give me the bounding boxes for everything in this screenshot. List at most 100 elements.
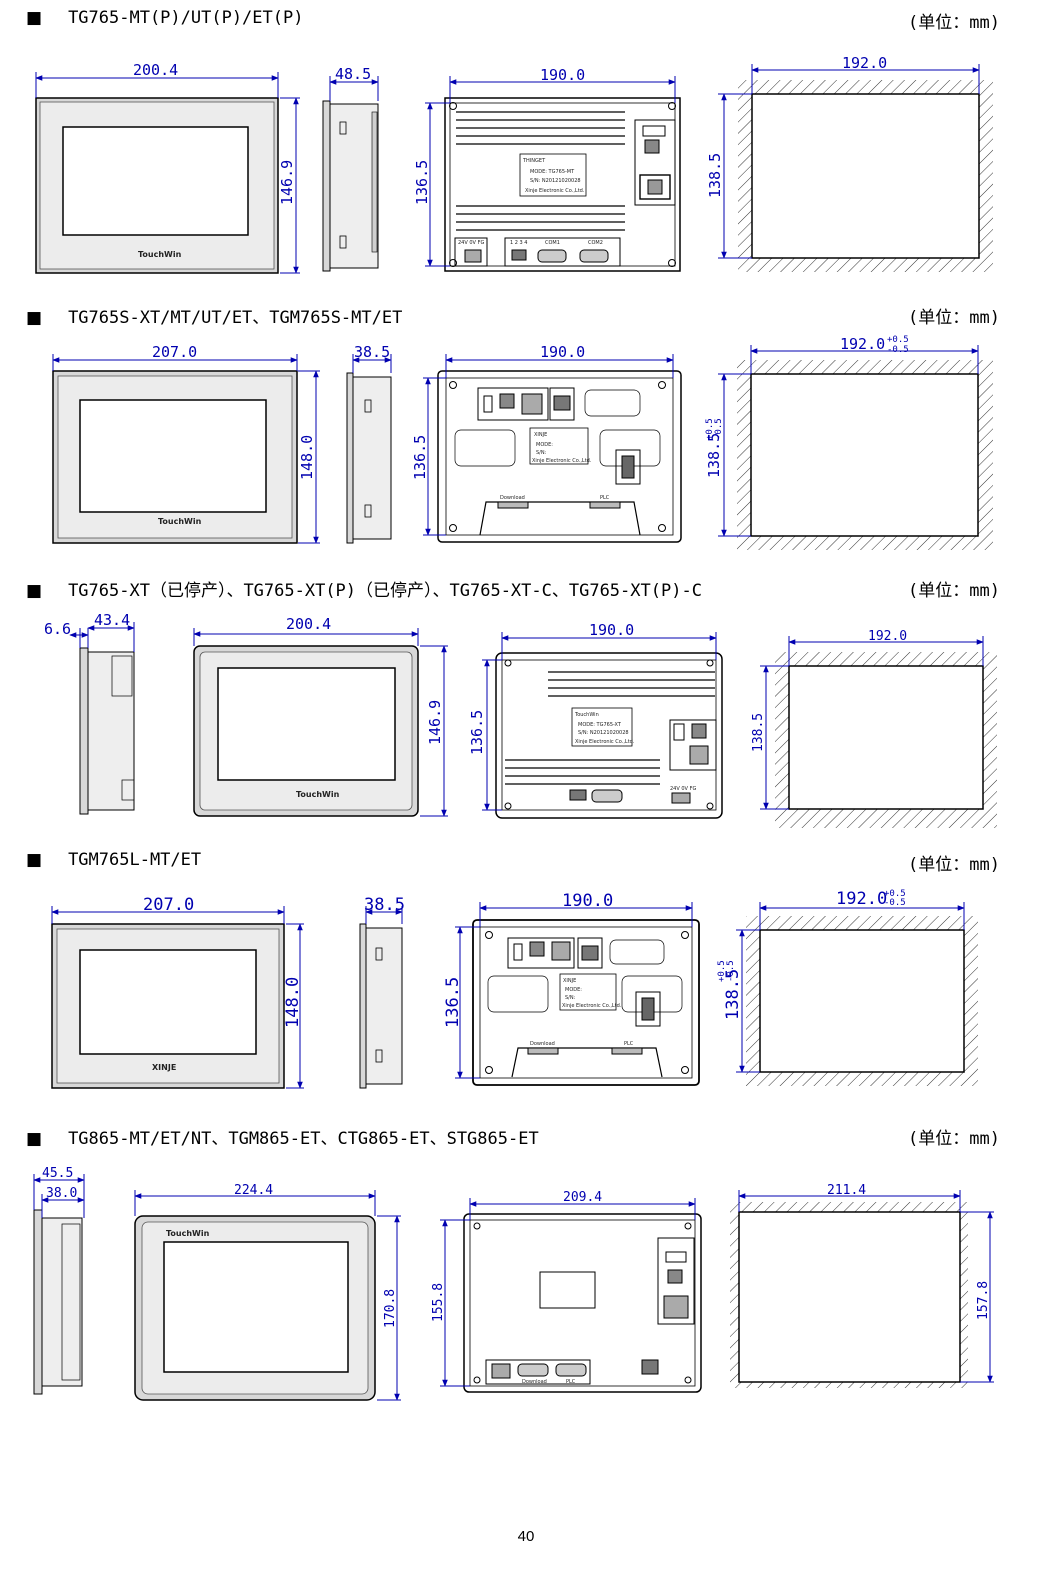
- svg-text:209.4: 209.4: [563, 1190, 602, 1205]
- svg-text:MODE:: MODE:: [536, 442, 553, 448]
- dim-front-height: 146.9: [278, 160, 296, 205]
- svg-text:XINJE: XINJE: [534, 432, 547, 438]
- front-view: TouchWin: [35, 97, 279, 274]
- svg-text:136.5: 136.5: [411, 435, 429, 480]
- svg-text:24V 0V FG: 24V 0V FG: [458, 240, 484, 246]
- svg-text:38.0: 38.0: [46, 1186, 77, 1201]
- svg-text:XINJE: XINJE: [152, 1063, 176, 1072]
- svg-text:43.4: 43.4: [94, 611, 130, 629]
- svg-text:148.0: 148.0: [283, 977, 303, 1028]
- svg-text:136.5: 136.5: [468, 710, 486, 755]
- svg-text:MODE: TG765-MT: MODE: TG765-MT: [530, 169, 575, 175]
- dim-back-width: 190.0: [540, 66, 585, 84]
- unit-label: (单位：mm): [908, 1129, 1000, 1149]
- svg-text:138.5: 138.5: [751, 713, 766, 752]
- svg-text:-0.5: -0.5: [714, 418, 724, 440]
- unit-label: (单位：mm): [908, 308, 1000, 328]
- svg-text:COM1: COM1: [545, 240, 560, 246]
- bullet-square-icon: ■: [26, 1129, 43, 1149]
- side-view: [322, 100, 379, 272]
- section-title: ■TG765-MT(P)/UT(P)/ET(P): [26, 8, 304, 28]
- unit-label: (单位：mm): [908, 13, 1000, 33]
- diagram-row-5: 45.5 38.0 TouchWin 224.4 170.8 Download …: [33, 1166, 994, 1401]
- svg-text:TouchWin: TouchWin: [166, 1229, 210, 1238]
- page-number: 40: [517, 1528, 535, 1545]
- svg-text:+0.5: +0.5: [717, 960, 727, 982]
- svg-text:190.0: 190.0: [540, 343, 585, 361]
- dim-side-depth: 48.5: [335, 65, 371, 83]
- svg-text:190.0: 190.0: [562, 891, 613, 911]
- bullet-square-icon: ■: [26, 850, 43, 870]
- svg-text:+0.5: +0.5: [887, 335, 909, 345]
- svg-text:TouchWin: TouchWin: [158, 517, 202, 526]
- side-view: [346, 372, 392, 544]
- svg-text:-0.5: -0.5: [887, 345, 909, 355]
- svg-text:138.5: 138.5: [705, 433, 723, 478]
- svg-text:155.8: 155.8: [431, 1283, 446, 1322]
- section-title: ■TGM765L-MT/ET: [26, 850, 202, 870]
- svg-text:MODE: TG765-XT: MODE: TG765-XT: [578, 722, 622, 728]
- section-title: ■TG765S-XT/MT/UT/ET、TGM765S-MT/ET: [26, 308, 403, 328]
- svg-text:Download: Download: [500, 495, 525, 501]
- front-view: TouchWin: [134, 1215, 376, 1401]
- dim-cutout-height: 138.5: [706, 153, 724, 198]
- svg-text:S/N:: S/N:: [565, 995, 576, 1001]
- svg-text:S/N:: S/N:: [536, 450, 547, 456]
- brand-logo: TouchWin: [138, 250, 182, 259]
- svg-text:S/N: N20121020028: S/N: N20121020028: [530, 178, 581, 184]
- side-view: [79, 647, 135, 815]
- bullet-square-icon: ■: [26, 8, 43, 28]
- diagram-row-4: XINJE 207.0 148.0 38.5 XINJE MODE: S/N:: [51, 889, 978, 1089]
- dim-cutout-width: 192.0: [842, 54, 887, 72]
- svg-text:200.4: 200.4: [286, 615, 331, 633]
- front-view: XINJE: [51, 923, 285, 1089]
- svg-text:Xinje Electronic Co.,Ltd.: Xinje Electronic Co.,Ltd.: [562, 1003, 622, 1009]
- panel-cutout: [746, 916, 978, 1086]
- svg-text:Xinje Electronic Co.,Ltd.: Xinje Electronic Co.,Ltd.: [575, 739, 635, 745]
- dim-back-height: 136.5: [413, 160, 431, 205]
- svg-text:Xinje Electronic Co.,Ltd.: Xinje Electronic Co.,Ltd.: [532, 458, 592, 464]
- svg-text:192.0: 192.0: [868, 629, 907, 644]
- svg-text:+0.5: +0.5: [705, 418, 715, 440]
- svg-text:207.0: 207.0: [143, 895, 194, 915]
- svg-text:-0.5: -0.5: [884, 898, 906, 908]
- front-view: TouchWin: [52, 370, 298, 544]
- svg-text:6.6: 6.6: [44, 620, 71, 638]
- svg-text:138.5: 138.5: [723, 969, 743, 1020]
- panel-cutout: [730, 1202, 968, 1388]
- svg-text:-0.5: -0.5: [726, 960, 736, 982]
- svg-text:190.0: 190.0: [589, 621, 634, 639]
- front-view: TouchWin: [193, 645, 419, 817]
- back-view: XINJE MODE: S/N: Xinje Electronic Co.,Lt…: [437, 370, 682, 543]
- panel-cutout: [737, 360, 993, 550]
- svg-text:224.4: 224.4: [234, 1183, 273, 1198]
- back-view: XINJE MODE: S/N: Xinje Electronic Co.,Lt…: [472, 919, 700, 1086]
- svg-text:TouchWin: TouchWin: [296, 790, 340, 799]
- svg-text:24V 0V FG: 24V 0V FG: [670, 786, 696, 792]
- svg-text:XINJE: XINJE: [563, 978, 576, 984]
- svg-text:MODE:: MODE:: [565, 987, 582, 993]
- svg-text:148.0: 148.0: [298, 435, 316, 480]
- panel-cutout: [738, 80, 993, 272]
- svg-text:S/N: N20121020028: S/N: N20121020028: [578, 730, 629, 736]
- dim-front-width: 200.4: [133, 61, 178, 79]
- side-view: [359, 923, 403, 1089]
- panel-cutout: [775, 652, 997, 828]
- svg-text:Download: Download: [530, 1041, 555, 1047]
- svg-text:Download: Download: [522, 1379, 547, 1385]
- svg-text:136.5: 136.5: [443, 977, 463, 1028]
- bullet-square-icon: ■: [26, 308, 43, 328]
- svg-text:192.0: 192.0: [840, 335, 885, 353]
- diagram-row-3: 6.6 43.4 TouchWin 200.4 146.9 TouchWin M…: [44, 611, 997, 828]
- svg-text:PLC: PLC: [624, 1041, 634, 1047]
- svg-text:38.5: 38.5: [354, 343, 390, 361]
- svg-text:192.0: 192.0: [836, 889, 887, 909]
- back-view: Download PLC: [463, 1213, 702, 1393]
- svg-text:Xinje Electronic Co.,Ltd.: Xinje Electronic Co.,Ltd.: [525, 188, 585, 194]
- side-view: [33, 1209, 83, 1395]
- svg-text:45.5: 45.5: [42, 1166, 73, 1181]
- svg-text:COM2: COM2: [588, 240, 603, 246]
- svg-text:207.0: 207.0: [152, 343, 197, 361]
- svg-text:1 2 3 4: 1 2 3 4: [510, 240, 528, 246]
- section-title: ■TG865-MT/ET/NT、TGM865-ET、CTG865-ET、STG8…: [26, 1129, 539, 1149]
